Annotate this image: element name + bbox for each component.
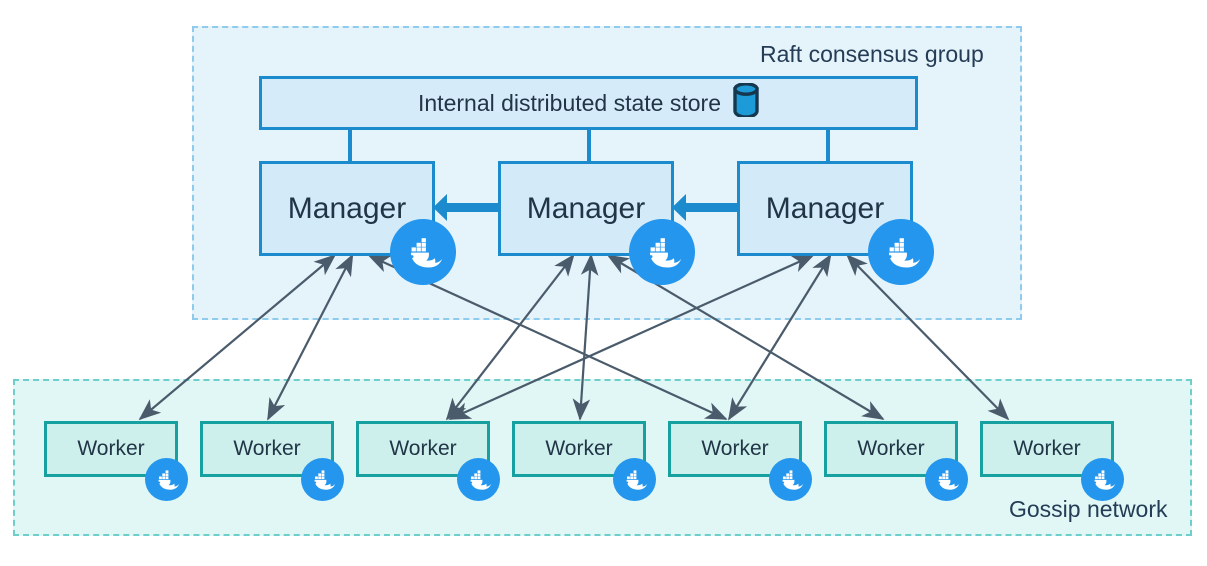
worker-label-6: Worker: [857, 437, 925, 460]
docker-whale-icon-worker-5: [769, 458, 812, 501]
docker-whale-icon-worker-4: [613, 458, 656, 501]
worker-node-1[interactable]: Worker: [44, 421, 178, 477]
docker-whale-icon-worker-7: [1081, 458, 1124, 501]
manager-label-3: Manager: [765, 191, 885, 225]
docker-whale-icon-manager-2: [629, 219, 695, 285]
raft-consensus-group-label: Raft consensus group: [760, 41, 984, 67]
docker-whale-icon-manager-3: [868, 219, 934, 285]
gossip-network-group-label: Gossip network: [1009, 496, 1168, 522]
state-store-label: Internal distributed state store: [418, 89, 721, 116]
worker-label-1: Worker: [77, 437, 145, 460]
docker-whale-icon-worker-6: [925, 458, 968, 501]
internal-distributed-state-store-node[interactable]: Internal distributed state store: [259, 76, 918, 130]
worker-node-3[interactable]: Worker: [356, 421, 490, 477]
manager-label-2: Manager: [526, 191, 646, 225]
docker-whale-icon-manager-1: [390, 219, 456, 285]
docker-whale-icon-worker-2: [301, 458, 344, 501]
worker-label-3: Worker: [389, 437, 457, 460]
manager-worker-links: [138, 253, 1010, 421]
docker-whale-icon-worker-1: [145, 458, 188, 501]
database-cylinder-icon: [733, 82, 759, 123]
worker-node-5[interactable]: Worker: [668, 421, 802, 477]
manager-label-1: Manager: [287, 191, 407, 225]
worker-label-5: Worker: [701, 437, 769, 460]
state-store-connectors: [348, 130, 830, 161]
worker-label-7: Worker: [1013, 437, 1081, 460]
worker-label-2: Worker: [233, 437, 301, 460]
docker-whale-icon-worker-3: [457, 458, 500, 501]
worker-node-6[interactable]: Worker: [824, 421, 958, 477]
worker-label-4: Worker: [545, 437, 613, 460]
